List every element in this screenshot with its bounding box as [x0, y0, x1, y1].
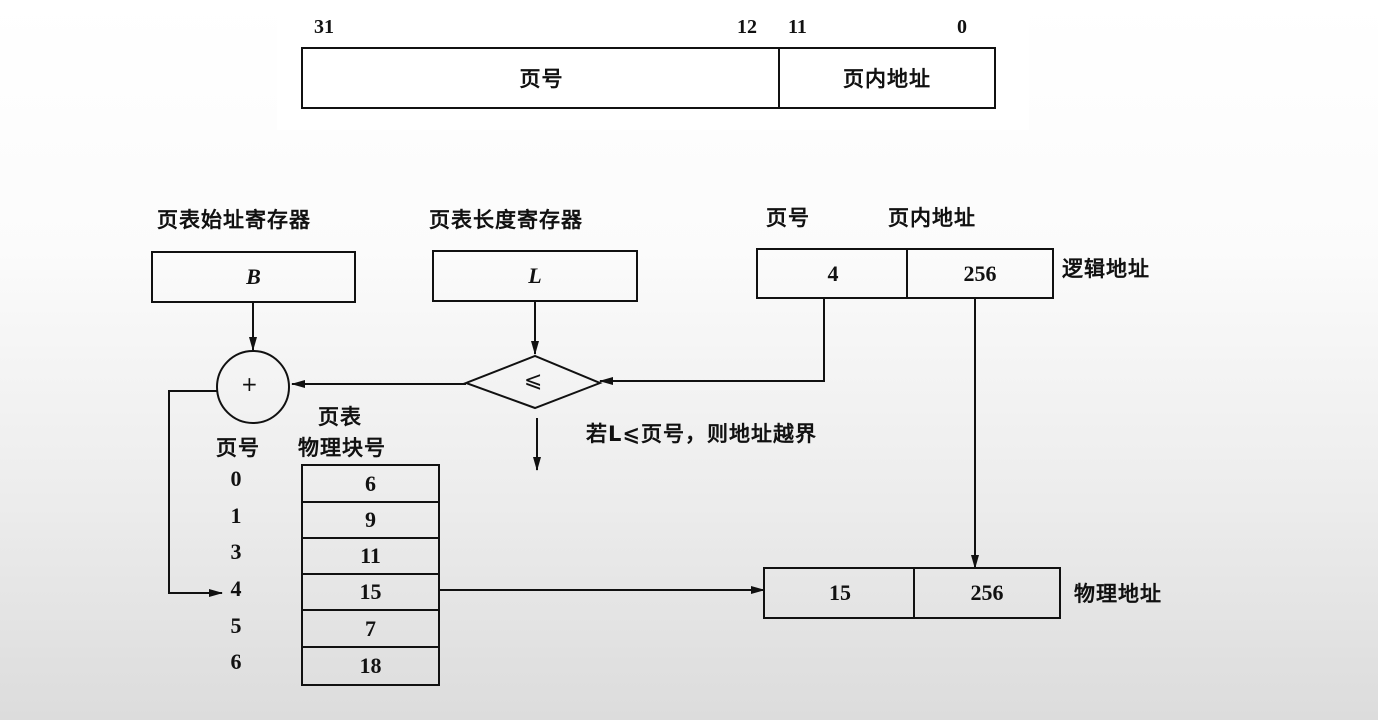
page-table-row: 11 — [303, 539, 438, 575]
logical-page-cell: 4 — [756, 248, 908, 299]
physical-block-value: 15 — [829, 580, 851, 605]
page-field-label: 页号 — [519, 67, 564, 91]
page-table-row: 7 — [303, 611, 438, 648]
base-register-box: B — [151, 251, 356, 303]
logical-offset-header: 页内地址 — [888, 206, 976, 230]
page-table-title: 页表 — [318, 405, 362, 429]
comparator-symbol: ⩽ — [524, 368, 543, 393]
physical-block-cell: 15 — [763, 567, 915, 619]
physical-address-label: 物理地址 — [1074, 582, 1162, 606]
logical-page-header: 页号 — [766, 206, 810, 230]
page-number-6: 6 — [230, 649, 242, 674]
page-number-1: 1 — [230, 503, 242, 528]
adder-to-page-entry-arrow — [168, 390, 223, 597]
logical-address-label: 逻辑地址 — [1062, 257, 1150, 281]
adder-circle — [216, 350, 290, 424]
page-table-row: 15 — [303, 575, 438, 611]
bit-label-0: 0 — [957, 16, 967, 38]
page-table-row: 9 — [303, 503, 438, 539]
page-number-3: 3 — [230, 539, 242, 564]
logical-offset-value: 256 — [963, 260, 997, 286]
page-number-4: 4 — [230, 576, 242, 601]
bit-label-31: 31 — [314, 16, 334, 38]
bit-label-11: 11 — [788, 16, 807, 38]
base-register-title: 页表始址寄存器 — [157, 208, 311, 232]
length-register-box: L — [432, 250, 638, 302]
length-register-value: L — [528, 263, 542, 288]
page-table-row: 6 — [303, 466, 438, 503]
page-number-5: 5 — [230, 613, 242, 638]
address-format-offset-field: 页内地址 — [778, 47, 996, 109]
block-number: 9 — [365, 507, 376, 532]
physical-offset-value: 256 — [970, 580, 1004, 605]
block-number: 18 — [359, 653, 382, 678]
address-format-page-field: 页号 — [301, 47, 780, 109]
adder-symbol: + — [241, 372, 258, 396]
logical-offset-cell: 256 — [906, 248, 1054, 299]
page-table-page-header: 页号 — [216, 436, 260, 460]
comparator-diamond — [463, 354, 603, 410]
page-table-row: 18 — [303, 648, 438, 684]
length-register-title: 页表长度寄存器 — [429, 208, 583, 232]
block-number: 11 — [360, 543, 381, 568]
page-to-comparator-arrow — [599, 299, 825, 385]
block-number: 7 — [365, 615, 376, 641]
page-table: 6 9 11 15 7 18 — [301, 464, 440, 686]
offset-field-label: 页内地址 — [843, 67, 931, 91]
block-number: 6 — [365, 470, 376, 496]
page-number-0: 0 — [230, 466, 242, 491]
page-table-block-header: 物理块号 — [298, 436, 386, 460]
bit-label-12: 12 — [737, 16, 757, 38]
physical-offset-cell: 256 — [913, 567, 1061, 619]
block-number: 15 — [359, 579, 382, 604]
base-register-value: B — [246, 264, 261, 289]
out-of-bounds-note: 若L⩽页号，则地址越界 — [586, 422, 817, 446]
logical-page-value: 4 — [827, 260, 839, 286]
